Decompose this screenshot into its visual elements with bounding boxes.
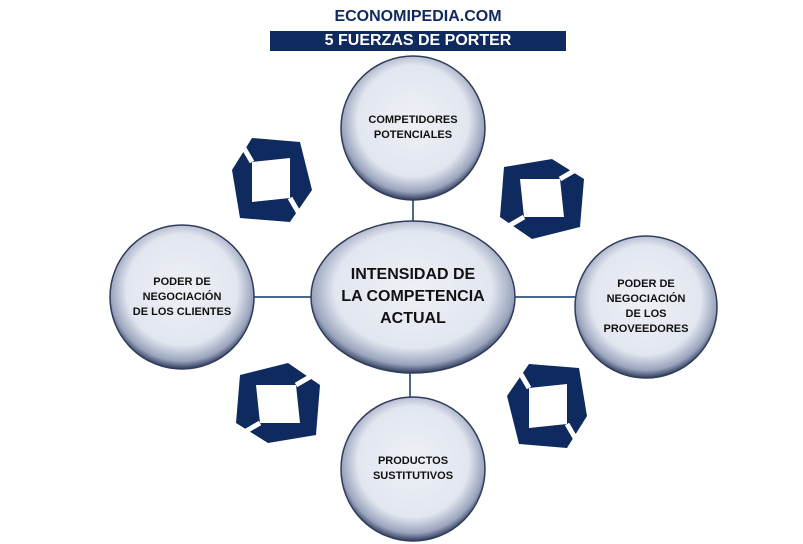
circle-left [109, 224, 255, 370]
node-poder-proveedores: PODER DE NEGOCIACIÓN DE LOS PROVEEDORES [603, 278, 689, 335]
diagram-title-banner: 5 FUERZAS DE PORTER [270, 31, 566, 51]
circle-right [574, 235, 718, 379]
arrow-icon [236, 363, 320, 443]
circle-top [340, 55, 486, 201]
node-competencia-actual: INTENSIDAD DE LA COMPETENCIA ACTUAL [341, 266, 485, 327]
connector-lines [252, 198, 576, 398]
ellipse-center [310, 220, 516, 374]
node-productos-sustitutivos: PRODUCTOS SUSTITUTIVOS [372, 455, 454, 482]
node-poder-clientes: PODER DE NEGOCIACIÓN DE LOS CLIENTES [132, 275, 232, 318]
arrow-icon [232, 138, 312, 222]
node-competidores-potenciales: COMPETIDORES POTENCIALES [368, 114, 458, 141]
site-title: ECONOMIPEDIA.COM [334, 8, 502, 25]
circle-bottom [340, 396, 486, 542]
